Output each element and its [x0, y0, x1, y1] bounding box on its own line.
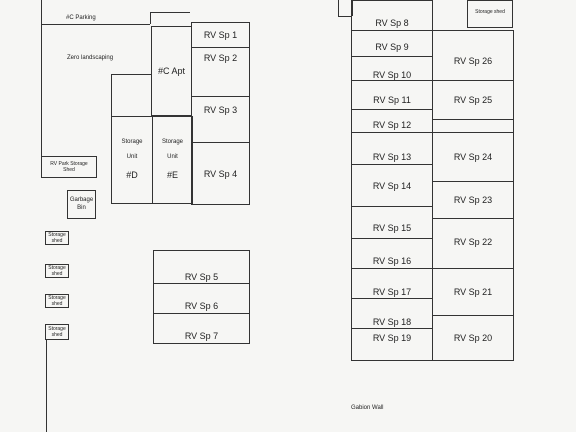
rv-space-3: RV Sp 3	[191, 96, 250, 143]
rv-space-10-label: RV Sp 10	[372, 70, 412, 80]
rv-space-22-label: RV Sp 22	[453, 236, 493, 247]
rv-space-1: RV Sp 1	[191, 22, 250, 48]
rv-space-10: RV Sp 10	[351, 56, 433, 81]
building-step-top	[111, 74, 152, 75]
rv-space-25: RV Sp 25	[432, 80, 514, 120]
rv-space-12: RV Sp 12	[351, 109, 433, 133]
rv-space-24-label: RV Sp 24	[453, 152, 493, 162]
left-boundary-upper	[41, 24, 42, 156]
rv-space-1-label: RV Sp 1	[203, 30, 238, 40]
parking-top-edge-top	[150, 12, 190, 13]
rv-space-20: RV Sp 20	[432, 315, 514, 361]
storage-shed-1: Storage shed	[45, 231, 69, 245]
rv-space-9: RV Sp 9	[351, 30, 433, 57]
left-boundary-lower	[46, 340, 47, 432]
rv-space-11: RV Sp 11	[351, 80, 433, 110]
storage-shed-1-line1: Storage	[48, 232, 66, 238]
c-apt-unit: #C Apt	[151, 26, 192, 116]
rv-space-14-label: RV Sp 14	[372, 181, 412, 191]
storage-shed-2-line1: Storage	[48, 265, 66, 271]
rv-space-16: RV Sp 16	[351, 238, 433, 269]
storage-shed-top-label: Storage shed	[475, 9, 505, 15]
rv-space-13-label: RV Sp 13	[372, 151, 412, 162]
rv-space-17: RV Sp 17	[351, 268, 433, 299]
rv-space-25-label: RV Sp 25	[453, 94, 493, 105]
rv-space-19-label: RV Sp 19	[372, 332, 412, 343]
rv-space-8: RV Sp 8	[351, 0, 433, 31]
rv-space-16-label: RV Sp 16	[372, 256, 412, 266]
rv-space-23-label: RV Sp 23	[453, 195, 493, 205]
rv-space-15: RV Sp 15	[351, 206, 433, 239]
storage-shed-top: Storage shed	[467, 0, 513, 28]
parking-top-edge-mid	[150, 12, 151, 24]
rv-space-18: RV Sp 18	[351, 298, 433, 329]
storage-unit-e-line3: #E	[166, 169, 178, 180]
gabion-wall-label: Gabion Wall	[351, 405, 384, 411]
rv-space-26-label: RV Sp 26	[453, 56, 493, 66]
rv-park-storage-shed-line1: RV Park Storage	[50, 161, 88, 167]
garbage-bin-line1: Garbage	[69, 197, 94, 203]
rv-space-4-label: RV Sp 4	[203, 168, 238, 179]
storage-shed-3-line1: Storage	[48, 295, 66, 301]
rv-space-15-label: RV Sp 15	[372, 223, 412, 233]
rv-space-3-label: RV Sp 3	[203, 104, 238, 115]
rv-space-extra-1	[432, 119, 514, 133]
storage-unit-d-line2: Unit	[126, 154, 138, 161]
rv-space-13: RV Sp 13	[351, 132, 433, 165]
top-right-edge-3	[352, 0, 353, 16]
rv-space-24: RV Sp 24	[432, 132, 514, 182]
storage-shed-2: Storage shed	[45, 264, 69, 278]
parking-bottom-edge	[41, 24, 150, 25]
rv-space-14: RV Sp 14	[351, 164, 433, 207]
rv-space-4: RV Sp 4	[191, 142, 250, 205]
rv-space-26: RV Sp 26	[432, 30, 514, 81]
c-apt-label: #C Apt	[157, 66, 186, 76]
rv-space-22: RV Sp 22	[432, 218, 514, 269]
rv-space-9-label: RV Sp 9	[375, 42, 409, 52]
rv-space-6-label: RV Sp 6	[184, 300, 219, 311]
garbage-bin: Garbage Bin	[67, 190, 96, 219]
storage-unit-e: Storage Unit #E	[152, 116, 193, 204]
parking-top-edge-left	[41, 0, 42, 24]
storage-unit-d: Storage Unit #D	[111, 116, 153, 204]
rv-space-18-label: RV Sp 18	[372, 316, 412, 327]
rv-space-19: RV Sp 19	[351, 328, 433, 361]
rv-park-storage-shed: RV Park Storage Shed	[41, 156, 97, 178]
top-right-edge-2	[338, 16, 352, 17]
storage-shed-4: Storage shed	[45, 324, 69, 340]
rv-space-7-label: RV Sp 7	[184, 330, 219, 341]
storage-shed-4-line2: shed	[51, 332, 63, 338]
rv-space-8-label: RV Sp 8	[375, 17, 409, 28]
building-step-left	[111, 74, 112, 116]
rv-space-2: RV Sp 2	[191, 47, 250, 97]
rv-space-12-label: RV Sp 12	[372, 120, 412, 130]
rv-park-storage-shed-line2: Shed	[63, 167, 75, 173]
rv-space-5-label: RV Sp 5	[184, 272, 219, 282]
rv-space-11-label: RV Sp 11	[373, 94, 411, 105]
storage-unit-d-line3: #D	[126, 169, 138, 180]
storage-unit-e-line2: Unit	[167, 154, 178, 161]
storage-shed-3-line2: shed	[51, 301, 63, 307]
rv-space-21-label: RV Sp 21	[453, 287, 493, 297]
c-parking-label: #C Parking	[66, 15, 96, 21]
rv-space-5: RV Sp 5	[153, 250, 250, 284]
rv-space-6: RV Sp 6	[153, 283, 250, 314]
storage-unit-e-line1: Storage	[161, 138, 183, 145]
storage-shed-4-line1: Storage	[48, 326, 66, 332]
zero-landscaping-label: Zero landscaping	[67, 55, 114, 61]
rv-space-20-label: RV Sp 20	[453, 333, 493, 343]
storage-shed-1-line2: shed	[51, 238, 63, 244]
storage-shed-2-line2: shed	[51, 271, 63, 277]
rv-space-7: RV Sp 7	[153, 313, 250, 344]
rv-space-17-label: RV Sp 17	[372, 286, 412, 297]
rv-space-23: RV Sp 23	[432, 181, 514, 219]
garbage-bin-line2: Bin	[77, 204, 86, 211]
storage-shed-3: Storage shed	[45, 294, 69, 308]
storage-unit-d-line1: Storage	[121, 138, 143, 145]
rv-space-2-label: RV Sp 2	[203, 53, 238, 63]
rv-space-21: RV Sp 21	[432, 268, 514, 316]
top-right-edge-1	[338, 0, 339, 16]
